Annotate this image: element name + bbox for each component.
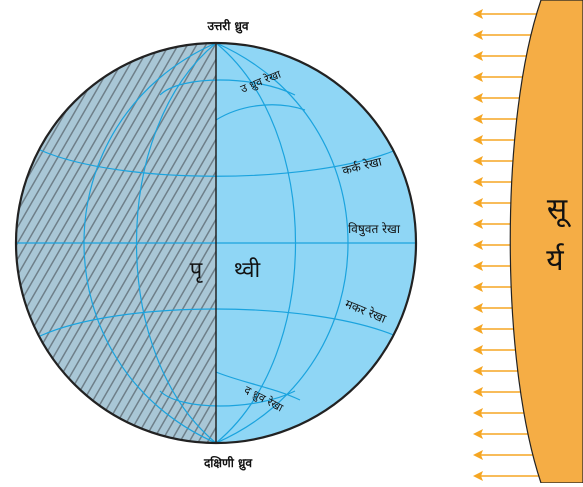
sun-ray-arrowhead bbox=[473, 345, 483, 355]
sun-ray-arrowhead bbox=[473, 366, 483, 376]
sun-ray-arrowhead bbox=[473, 114, 483, 124]
sun-ray-arrowhead bbox=[473, 156, 483, 166]
sun-ray-arrowhead bbox=[473, 198, 483, 208]
sun-ray-arrowhead bbox=[473, 9, 483, 19]
sun-label-part1: सू bbox=[547, 192, 571, 228]
sun-ray-arrowhead bbox=[473, 135, 483, 145]
sun-ray-arrowhead bbox=[473, 429, 483, 439]
south-pole-label: दक्षिणी ध्रुव bbox=[203, 456, 253, 471]
sun-ray-arrowhead bbox=[473, 408, 483, 418]
sun-ray-arrowhead bbox=[473, 261, 483, 271]
sun-label-part2: र्य bbox=[546, 243, 564, 278]
earth-label-part1: पृ bbox=[190, 258, 203, 283]
sun-ray-arrowhead bbox=[473, 303, 483, 313]
north-pole-label: उत्तरी ध्रुव bbox=[206, 19, 249, 34]
sun-ray-arrowhead bbox=[473, 177, 483, 187]
sun-body bbox=[509, 0, 583, 483]
sun-ray-arrowhead bbox=[473, 72, 483, 82]
sun-ray-arrowhead bbox=[473, 51, 483, 61]
sun-ray-arrowhead bbox=[473, 450, 483, 460]
earth-label-part2: थ्वी bbox=[234, 257, 261, 283]
sun-ray-arrowhead bbox=[473, 219, 483, 229]
sun-ray-arrowhead bbox=[473, 30, 483, 40]
sun-ray-arrowhead bbox=[473, 324, 483, 334]
sun-ray-arrowhead bbox=[473, 471, 483, 481]
sun-rays bbox=[473, 9, 540, 481]
sun-ray-arrowhead bbox=[473, 387, 483, 397]
sun-ray-arrowhead bbox=[473, 282, 483, 292]
sun-ray-arrowhead bbox=[473, 240, 483, 250]
equator-label: विषुवत रेखा bbox=[348, 222, 401, 237]
sun-ray-arrowhead bbox=[473, 93, 483, 103]
